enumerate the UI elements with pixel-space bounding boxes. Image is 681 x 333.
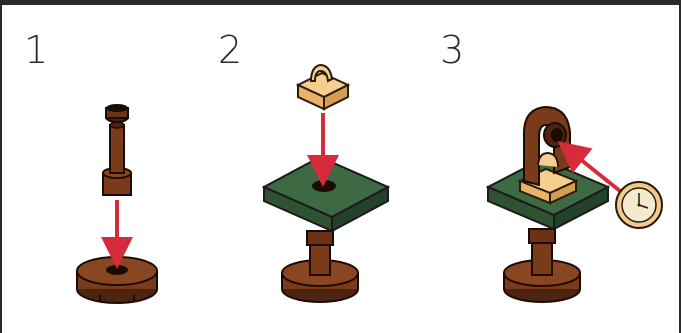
square-plate — [264, 157, 388, 231]
step-3-illustration — [488, 107, 662, 302]
clock-icon — [616, 182, 662, 228]
round-base-brick — [77, 257, 157, 303]
assembly-illustration — [2, 5, 679, 333]
round-base-brick — [282, 231, 358, 302]
step-1-illustration — [77, 104, 157, 303]
clip-plate-tan — [298, 65, 348, 109]
pole-brick — [103, 104, 131, 195]
round-base-brick — [504, 229, 580, 302]
step-2-illustration — [264, 65, 388, 302]
